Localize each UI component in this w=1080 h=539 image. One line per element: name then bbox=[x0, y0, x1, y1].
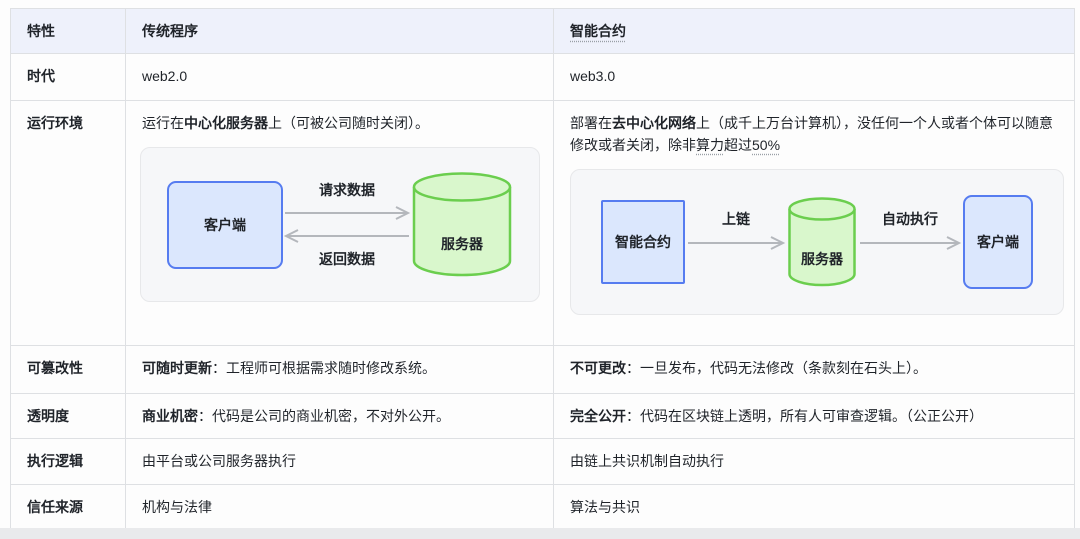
request-arrow-label: 请求数据 bbox=[319, 182, 375, 198]
row-trans-feature: 透明度 bbox=[10, 393, 126, 439]
table-row-trust-source: 信任来源 机构与法律 算法与共识 bbox=[10, 484, 1075, 532]
header-traditional-label: 传统程序 bbox=[142, 23, 198, 39]
client-node-label: 客户端 bbox=[204, 216, 246, 233]
row-trans-traditional: 商业机密：代码是公司的商业机密，不对外公开。 bbox=[125, 393, 554, 439]
trans-right-text: ：代码在区块链上透明，所有人可审查逻辑。（公正公开） bbox=[626, 408, 983, 424]
env-right-dotted-hashrate: 算力 bbox=[696, 137, 724, 153]
trans-right-bold: 完全公开 bbox=[570, 408, 626, 424]
env-right-rest: 上（成千上万台计算机），没任何一个人或者个体可以随意修改或者关闭，除非 bbox=[570, 115, 1053, 153]
client-node-label: 客户端 bbox=[977, 234, 1019, 250]
row-mut-feature: 可篡改性 bbox=[10, 345, 126, 394]
row-mut-smart: 不可更改：一旦发布，代码无法修改（条款刻在石头上）。 bbox=[553, 345, 1075, 394]
request-return-arrows: 请求数据 返回数据 bbox=[283, 179, 411, 270]
exec-right-text: 由链上共识机制自动执行 bbox=[570, 453, 724, 469]
trans-left-bold: 商业机密 bbox=[142, 408, 198, 424]
arrow-right-icon bbox=[688, 236, 786, 250]
row-trust-feature: 信任来源 bbox=[10, 484, 126, 532]
mut-right-text: ：一旦发布，代码无法修改（条款刻在石头上）。 bbox=[626, 360, 927, 376]
row-exec-traditional: 由平台或公司服务器执行 bbox=[125, 438, 554, 485]
trans-left-text: ：代码是公司的商业机密，不对外公开。 bbox=[198, 408, 450, 424]
trust-left-text: 机构与法律 bbox=[142, 499, 212, 515]
row-env-traditional: 运行在中心化服务器上（可被公司随时关闭）。 客户端 请求数据 返回数据 bbox=[125, 100, 554, 346]
env-left-pre: 运行在 bbox=[142, 115, 184, 131]
env-right-dotted-percent: 50% bbox=[752, 137, 781, 153]
row-trust-traditional: 机构与法律 bbox=[125, 484, 554, 532]
env-left-bold: 中心化服务器 bbox=[184, 115, 268, 131]
row-era-traditional: web2.0 bbox=[125, 53, 554, 101]
header-traditional: 传统程序 bbox=[125, 8, 554, 54]
era-left-text: web2.0 bbox=[142, 68, 188, 84]
arrow-left-icon bbox=[283, 229, 409, 243]
server-database-icon: 服务器 bbox=[411, 171, 513, 278]
client-node: 客户端 bbox=[167, 180, 283, 269]
header-feature: 特性 bbox=[10, 8, 126, 54]
auto-execute-arrow: 自动执行 bbox=[857, 208, 963, 250]
row-mut-traditional: 可随时更新：工程师可根据需求随时修改系统。 bbox=[125, 345, 554, 394]
row-era-smart: web3.0 bbox=[553, 53, 1075, 101]
mut-right-bold: 不可更改 bbox=[570, 360, 626, 376]
comparison-table: 特性 传统程序 智能合约 时代 web2.0 web3.0 运行环境 运行在中心… bbox=[10, 8, 1075, 532]
bottom-edge-strip bbox=[0, 528, 1080, 539]
row-exec-smart: 由链上共识机制自动执行 bbox=[553, 438, 1075, 485]
traditional-architecture-diagram: 客户端 请求数据 返回数据 服务器 bbox=[140, 147, 540, 302]
auto-execute-arrow-label: 自动执行 bbox=[882, 211, 938, 227]
return-arrow-label: 返回数据 bbox=[319, 251, 375, 267]
client-node: 客户端 bbox=[963, 195, 1033, 289]
table-header-row: 特性 传统程序 智能合约 bbox=[10, 8, 1075, 54]
server-database-icon: 服务器 bbox=[787, 196, 857, 288]
row-era-feature: 时代 bbox=[10, 53, 126, 101]
onchain-arrow-label: 上链 bbox=[722, 211, 750, 227]
row-env-feature: 运行环境 bbox=[10, 100, 126, 346]
table-row-transparency: 透明度 商业机密：代码是公司的商业机密，不对外公开。 完全公开：代码在区块链上透… bbox=[10, 393, 1075, 439]
smart-contract-node: 智能合约 bbox=[601, 200, 685, 284]
env-right-plain: 超过 bbox=[724, 137, 752, 153]
env-left-rest: 上（可被公司随时关闭）。 bbox=[268, 115, 429, 131]
env-left-text: 运行在中心化服务器上（可被公司随时关闭）。 bbox=[142, 112, 537, 134]
mut-left-text: ：工程师可根据需求随时修改系统。 bbox=[212, 360, 436, 376]
smart-contract-node-label: 智能合约 bbox=[615, 234, 671, 250]
env-right-text: 部署在去中心化网络上（成千上万台计算机），没任何一个人或者个体可以随意修改或者关… bbox=[570, 112, 1058, 156]
server-node-label: 服务器 bbox=[441, 236, 483, 252]
table-row-mutability: 可篡改性 可随时更新：工程师可根据需求随时修改系统。 不可更改：一旦发布，代码无… bbox=[10, 345, 1075, 394]
header-smart-label: 智能合约 bbox=[570, 23, 626, 39]
server-node-label: 服务器 bbox=[801, 251, 843, 267]
header-smart: 智能合约 bbox=[553, 8, 1075, 54]
arrow-right-icon bbox=[285, 206, 411, 220]
env-right-bold: 去中心化网络 bbox=[612, 115, 696, 131]
onchain-arrow: 上链 bbox=[685, 208, 787, 250]
smart-contract-architecture-diagram: 智能合约 上链 服务器 自动执行 bbox=[570, 169, 1064, 315]
table-row-era: 时代 web2.0 web3.0 bbox=[10, 53, 1075, 101]
table-row-environment: 运行环境 运行在中心化服务器上（可被公司随时关闭）。 客户端 请求数据 返回数据 bbox=[10, 100, 1075, 346]
row-exec-feature: 执行逻辑 bbox=[10, 438, 126, 485]
trust-right-text: 算法与共识 bbox=[570, 499, 640, 515]
exec-left-text: 由平台或公司服务器执行 bbox=[142, 453, 296, 469]
era-right-text: web3.0 bbox=[570, 68, 616, 84]
table-row-execution: 执行逻辑 由平台或公司服务器执行 由链上共识机制自动执行 bbox=[10, 438, 1075, 485]
row-trust-smart: 算法与共识 bbox=[553, 484, 1075, 532]
mut-left-bold: 可随时更新 bbox=[142, 360, 212, 376]
arrow-right-icon bbox=[860, 236, 962, 250]
row-trans-smart: 完全公开：代码在区块链上透明，所有人可审查逻辑。（公正公开） bbox=[553, 393, 1075, 439]
env-right-pre: 部署在 bbox=[570, 115, 612, 131]
row-env-smart: 部署在去中心化网络上（成千上万台计算机），没任何一个人或者个体可以随意修改或者关… bbox=[553, 100, 1075, 346]
header-feature-label: 特性 bbox=[27, 23, 55, 39]
